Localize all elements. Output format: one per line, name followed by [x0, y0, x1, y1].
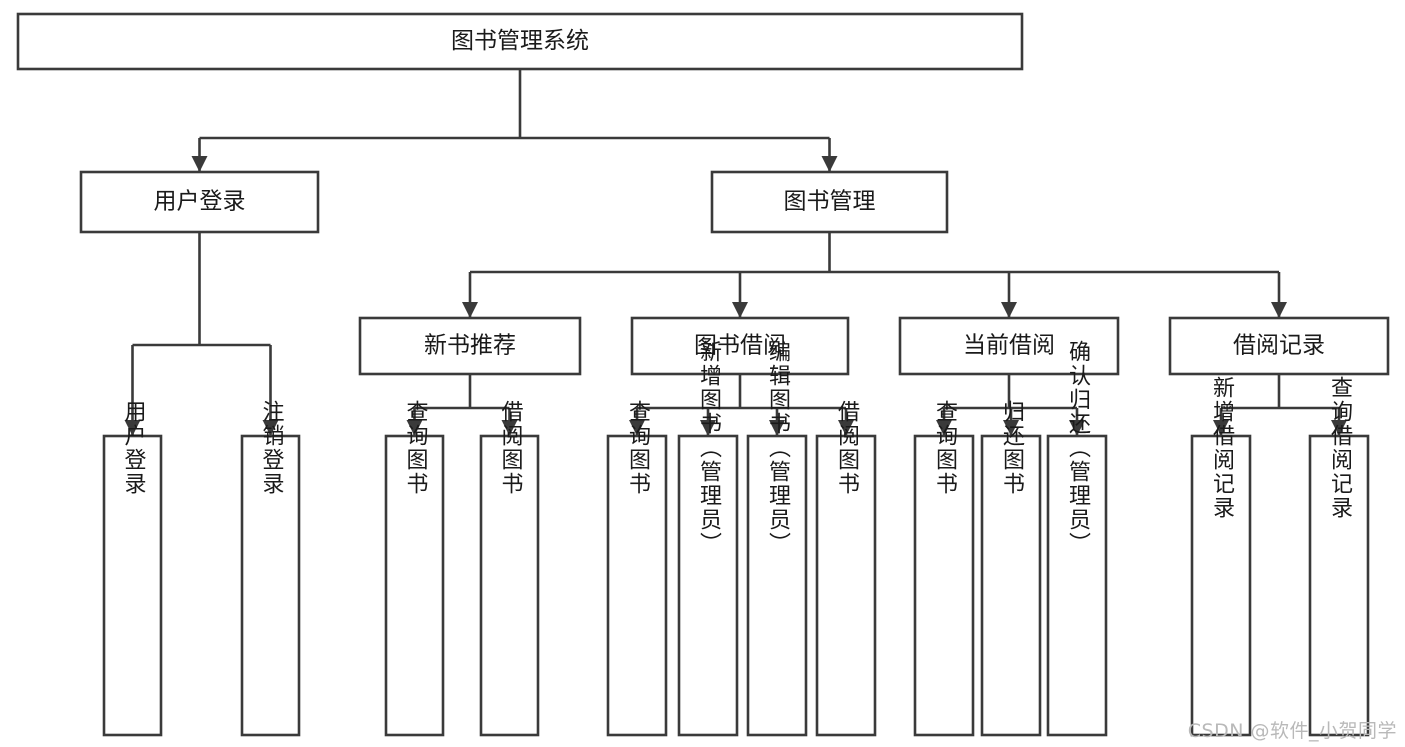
node-box-book-borrow	[630, 316, 850, 376]
node-label-leaf-add-borrow-record: 新增借阅记录	[1209, 376, 1235, 520]
node-label-leaf-query-book-rec: 查询图书	[403, 400, 429, 496]
arrowhead-borrow-record-1	[1331, 420, 1347, 436]
arrowhead-book-borrow-3	[838, 420, 854, 436]
node-leaf-return-book[interactable]: 归还图书	[980, 400, 1042, 737]
node-box-leaf-edit-book-admin	[746, 434, 808, 737]
arrowhead-user-login-1	[262, 420, 279, 436]
node-label-current-borrow: 当前借阅	[963, 333, 1055, 359]
node-box-user-login	[79, 170, 320, 234]
node-box-leaf-confirm-return-admin	[1046, 434, 1108, 737]
node-leaf-query-book-rec[interactable]: 查询图书	[384, 400, 445, 737]
node-box-leaf-add-book-admin	[677, 434, 739, 737]
node-leaf-user-login[interactable]: 用户登录	[102, 400, 163, 737]
arrowhead-current-borrow-1	[1003, 420, 1019, 436]
node-box-leaf-return-book	[980, 434, 1042, 737]
node-box-leaf-query-book-borrow	[606, 434, 668, 737]
node-box-root	[16, 12, 1024, 71]
node-label-leaf-query-book-cur: 查询图书	[932, 400, 958, 496]
node-label-leaf-edit-book-admin: 编辑图书（管理员）	[765, 340, 791, 556]
node-label-leaf-query-borrow-record: 查询借阅记录	[1327, 376, 1353, 520]
node-new-book-recommend[interactable]: 新书推荐	[358, 316, 582, 376]
arrowhead-user-login-0	[124, 420, 141, 436]
node-box-leaf-add-borrow-record	[1190, 434, 1252, 737]
node-label-leaf-confirm-return-admin: 确认归还（管理员）	[1065, 340, 1091, 556]
node-box-new-book-recommend	[358, 316, 582, 376]
node-label-leaf-borrow-book: 借阅图书	[834, 400, 860, 496]
node-box-book-manage	[710, 170, 949, 234]
node-box-leaf-user-login	[102, 434, 163, 737]
node-label-book-manage: 图书管理	[784, 189, 876, 215]
arrowhead-book-manage-2	[1001, 302, 1017, 318]
arrowhead-book-manage-3	[1271, 302, 1287, 318]
node-box-leaf-borrow-book-rec	[479, 434, 540, 737]
arrowhead-root-1	[821, 156, 838, 172]
nodes-layer: 图书管理系统用户登录图书管理新书推荐图书借阅当前借阅借阅记录用户登录注销登录查询…	[16, 12, 1390, 737]
node-leaf-edit-book-admin[interactable]: 编辑图书（管理员）	[746, 340, 808, 737]
node-book-borrow[interactable]: 图书借阅	[630, 316, 850, 376]
node-borrow-record[interactable]: 借阅记录	[1168, 316, 1390, 376]
arrowhead-book-borrow-0	[629, 420, 645, 436]
arrowhead-current-borrow-2	[1069, 420, 1085, 436]
node-box-leaf-borrow-book	[815, 434, 877, 737]
arrowhead-book-manage-1	[732, 302, 748, 318]
node-label-leaf-return-book: 归还图书	[999, 400, 1025, 496]
node-leaf-add-borrow-record[interactable]: 新增借阅记录	[1190, 376, 1252, 737]
node-leaf-borrow-book[interactable]: 借阅图书	[815, 400, 877, 737]
node-label-leaf-borrow-book-rec: 借阅图书	[498, 400, 524, 496]
node-box-leaf-logout-login	[240, 434, 301, 737]
node-label-leaf-add-book-admin: 新增图书（管理员）	[696, 340, 722, 556]
arrowhead-book-borrow-1	[700, 420, 716, 436]
arrowhead-borrow-record-0	[1213, 420, 1229, 436]
arrowhead-new-book-recommend-1	[501, 420, 518, 436]
node-leaf-query-book-cur[interactable]: 查询图书	[913, 400, 975, 737]
node-box-leaf-query-book-cur	[913, 434, 975, 737]
arrowhead-book-manage-0	[462, 302, 478, 318]
node-box-leaf-query-borrow-record	[1308, 434, 1370, 737]
node-leaf-confirm-return-admin[interactable]: 确认归还（管理员）	[1046, 340, 1108, 737]
edges-layer	[124, 69, 1347, 436]
arrowhead-book-borrow-2	[769, 420, 785, 436]
node-label-leaf-logout-login: 注销登录	[259, 400, 285, 496]
arrowhead-new-book-recommend-0	[406, 420, 423, 436]
arrowhead-current-borrow-0	[936, 420, 952, 436]
node-leaf-query-book-borrow[interactable]: 查询图书	[606, 400, 668, 737]
node-box-current-borrow	[898, 316, 1120, 376]
node-box-leaf-query-book-rec	[384, 434, 445, 737]
node-label-leaf-query-book-borrow: 查询图书	[625, 400, 651, 496]
node-label-borrow-record: 借阅记录	[1233, 333, 1325, 359]
node-leaf-logout-login[interactable]: 注销登录	[240, 400, 301, 737]
node-user-login[interactable]: 用户登录	[79, 170, 320, 234]
arrowhead-root-0	[191, 156, 208, 172]
node-leaf-borrow-book-rec[interactable]: 借阅图书	[479, 400, 540, 737]
node-label-new-book-recommend: 新书推荐	[424, 333, 516, 359]
node-leaf-add-book-admin[interactable]: 新增图书（管理员）	[677, 340, 739, 737]
node-book-manage[interactable]: 图书管理	[710, 170, 949, 234]
node-box-borrow-record	[1168, 316, 1390, 376]
node-label-book-borrow: 图书借阅	[694, 333, 786, 359]
node-leaf-query-borrow-record[interactable]: 查询借阅记录	[1308, 376, 1370, 737]
node-current-borrow[interactable]: 当前借阅	[898, 316, 1120, 376]
node-label-root: 图书管理系统	[451, 28, 589, 54]
node-label-user-login: 用户登录	[154, 189, 246, 215]
node-label-leaf-user-login: 用户登录	[121, 400, 147, 496]
node-root[interactable]: 图书管理系统	[16, 12, 1024, 71]
